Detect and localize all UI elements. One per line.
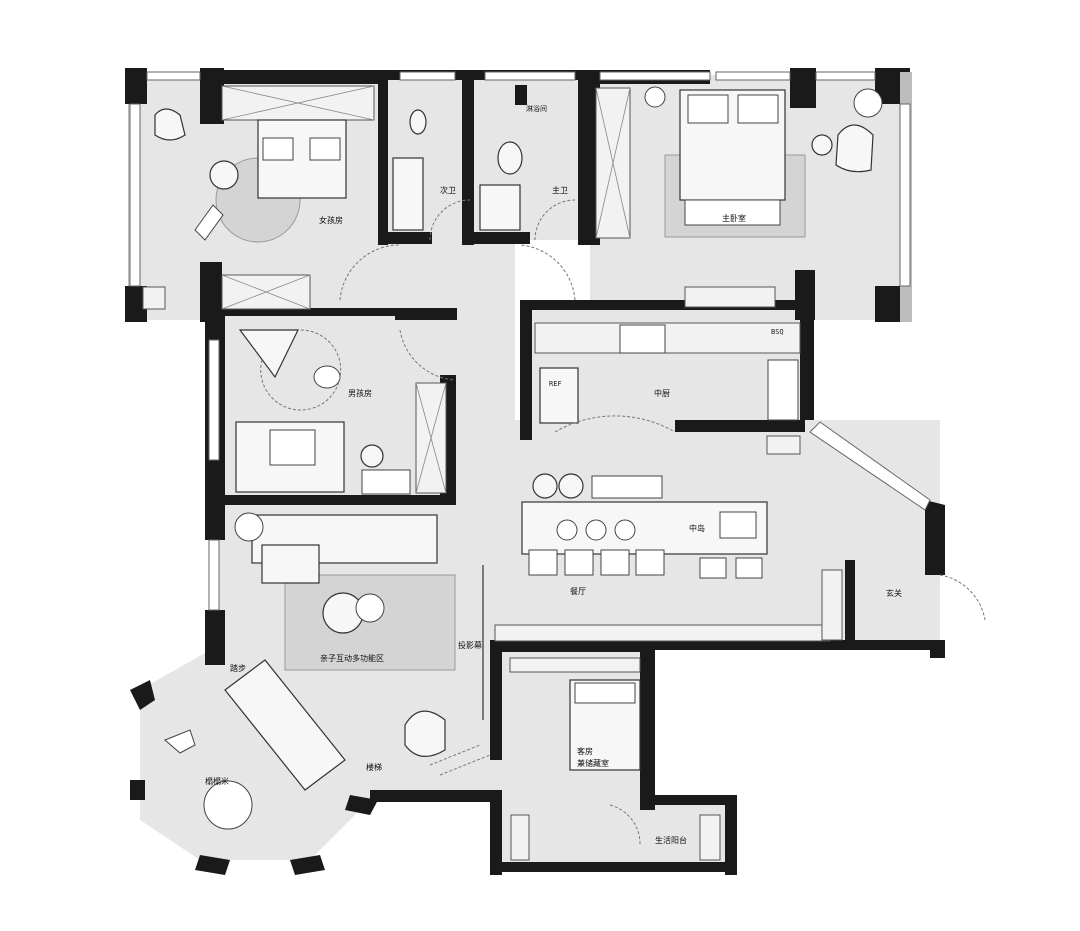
label-washroom: 淋浴间 <box>526 104 547 113</box>
girls-chair <box>154 108 186 141</box>
label-island: 中岛 <box>689 523 705 533</box>
kitchen-sink <box>767 359 799 421</box>
tatami-sofa <box>224 659 346 791</box>
master-plant <box>853 88 883 118</box>
boys-desk <box>361 469 411 495</box>
boys-teepee <box>238 329 299 379</box>
label-family-area: 亲子互动多功能区 <box>320 653 384 663</box>
label-boys-room: 男孩房 <box>348 388 372 398</box>
label-entrance: 玄关 <box>886 588 902 598</box>
bar-stool-2 <box>558 473 584 499</box>
dining-chair-6 <box>735 557 763 579</box>
girls-round-table <box>209 160 239 190</box>
label-utility-balcony: 生活阳台 <box>655 835 687 845</box>
fridge-label: REF <box>549 380 562 388</box>
windows <box>129 71 931 611</box>
vanity-master-bath <box>479 184 521 231</box>
fridge <box>539 367 579 424</box>
master-lounge-chair <box>835 124 874 173</box>
dining-chair-3 <box>600 549 630 576</box>
label-guest-room-line2: 兼储藏室 <box>577 758 609 768</box>
room-labels: 女孩房 次卫 淋浴间 主卫 主卧室 男孩房 中厨 中岛 餐厅 玄关 亲子互动多功… <box>205 104 902 845</box>
label-stairs-top: 踏步 <box>230 663 246 673</box>
tatami-toy <box>164 729 196 754</box>
label-tatami: 榻榻米 <box>205 776 229 786</box>
boys-chair <box>360 444 384 468</box>
girls-toy <box>194 204 224 241</box>
master-bench <box>684 199 781 226</box>
label-master-bedroom: 主卧室 <box>722 213 746 223</box>
label-projection-screen: 投影幕 <box>458 640 482 650</box>
toilet-second-bath <box>409 109 427 135</box>
cooktop <box>619 324 666 354</box>
dining-chair-2 <box>564 549 594 576</box>
sofa-chaise <box>261 544 320 584</box>
label-second-bath: 次卫 <box>440 185 456 195</box>
label-dining: 餐厅 <box>570 587 586 596</box>
label-stairs: 楼梯 <box>366 762 382 772</box>
toilet-master-bath <box>497 141 523 175</box>
label-girls-room: 女孩房 <box>319 215 343 225</box>
cabinets <box>142 85 843 861</box>
dining-chair-1 <box>528 549 558 576</box>
dining-chair-4 <box>635 549 665 576</box>
dining-chair-5 <box>699 557 727 579</box>
vanity-second-bath <box>392 157 424 231</box>
island-bench <box>591 475 663 499</box>
side-table <box>234 512 264 542</box>
bar-stool-1 <box>532 473 558 499</box>
doors <box>260 199 986 846</box>
furniture: REF BSQ <box>154 86 883 830</box>
bsq-label: BSQ <box>771 328 784 336</box>
boys-pouf <box>313 365 341 389</box>
label-middle-kitchen: 中厨 <box>654 388 670 398</box>
label-guest-room-line1: 客房 <box>577 746 593 756</box>
play-stool <box>355 593 385 623</box>
master-sink <box>644 86 666 108</box>
lounge-chair <box>404 710 446 757</box>
label-master-bath: 主卫 <box>552 185 568 195</box>
tatami-cushion <box>203 780 253 830</box>
master-side-table <box>811 134 833 156</box>
